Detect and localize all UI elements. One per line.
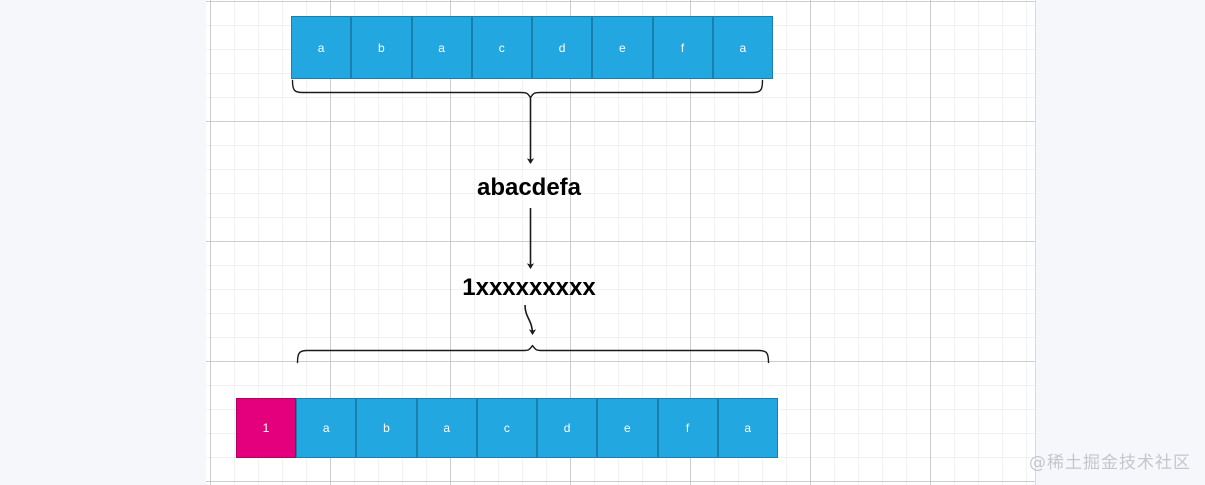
array-cell[interactable]: f xyxy=(657,398,718,458)
prefixed-character-array: 1 a b a c d e f a xyxy=(236,398,778,458)
array-cell[interactable]: a xyxy=(296,398,357,458)
array-cell[interactable]: e xyxy=(597,398,658,458)
array-cell[interactable]: a xyxy=(411,16,472,79)
array-cell[interactable]: d xyxy=(532,16,593,79)
array-cell[interactable]: c xyxy=(471,16,532,79)
original-character-array: a b a c d e f a xyxy=(291,16,773,79)
array-cell[interactable]: c xyxy=(476,398,538,458)
array-cell[interactable]: a xyxy=(712,16,773,79)
top-curly-brace xyxy=(291,79,764,99)
array-cell[interactable]: a xyxy=(717,398,778,458)
encoded-string-label: 1xxxxxxxxx xyxy=(462,274,596,301)
array-cell[interactable]: d xyxy=(537,398,598,458)
bottom-curly-brace xyxy=(296,344,770,364)
array-cell[interactable]: f xyxy=(652,16,713,79)
decoded-string-label: abacdefa xyxy=(476,174,582,201)
arrow-encoded-to-bottom-brace xyxy=(524,304,537,336)
watermark-text: @稀土掘金技术社区 xyxy=(1029,453,1191,473)
array-cell[interactable]: e xyxy=(592,16,653,79)
array-cell[interactable]: b xyxy=(351,16,412,79)
array-cell[interactable]: a xyxy=(291,16,352,79)
array-cell[interactable]: a xyxy=(416,398,477,458)
array-cell-prefix[interactable]: 1 xyxy=(236,398,297,458)
array-cell[interactable]: b xyxy=(356,398,417,458)
